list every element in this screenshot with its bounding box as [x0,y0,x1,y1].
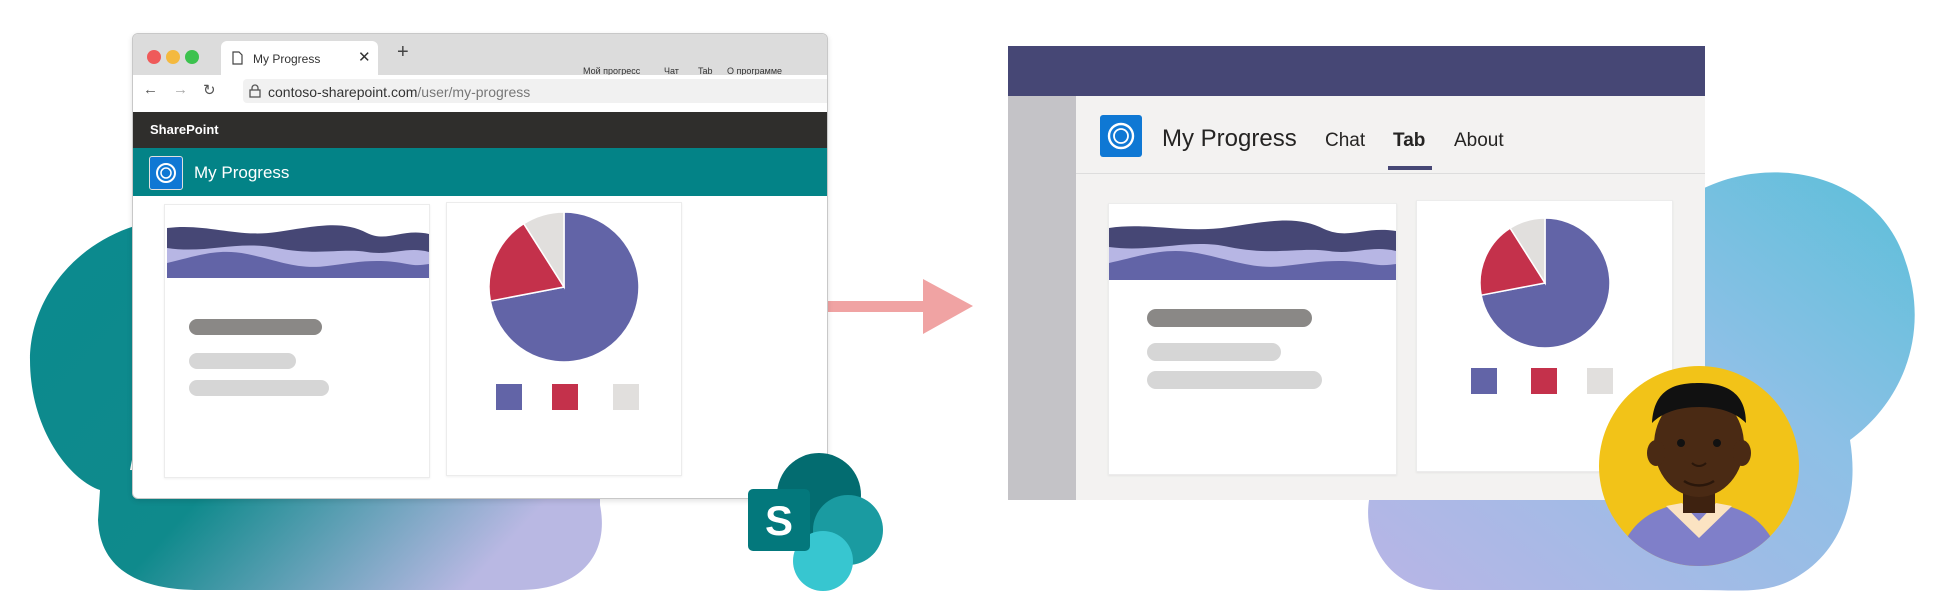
teams-progress-card [1108,203,1397,475]
legend-swatch-red [552,384,578,410]
menu-about[interactable]: О программе [727,66,783,76]
tab-chat[interactable]: Chat [1325,130,1366,151]
teams-app-title: My Progress [1162,125,1297,152]
teams-area-chart [1109,220,1396,280]
pie-chart [488,211,640,363]
pie-card [446,202,682,476]
placeholder-line-1 [189,353,296,369]
area-series-bottom [167,251,429,278]
tab-about[interactable]: About [1454,130,1504,151]
refresh-icon[interactable]: ↻ [203,82,216,99]
placeholder-heading [189,319,322,335]
teams-pie-card [1416,200,1673,472]
teams-placeholder-heading [1147,309,1312,327]
page-icon [232,51,243,65]
teams-area-series-bottom [1109,251,1396,280]
teams-legend-swatch-main [1471,368,1497,394]
sharepoint-logo-letter: S [765,497,793,544]
legend-swatch-main [496,384,522,410]
forward-icon[interactable]: → [173,81,188,98]
app-header [133,148,827,196]
url-path: /user/my-progress [417,84,531,100]
tab-title: My Progress [253,52,321,66]
menu-chat[interactable]: Чат [664,66,679,76]
tab-tab[interactable]: Tab [1393,130,1426,151]
app-logo-icon [149,156,183,190]
menu-my-progress[interactable]: Мой прогресс [583,66,641,76]
progress-card [164,204,430,478]
teams-legend-swatch-gray [1587,368,1613,394]
teams-app-rail [1008,96,1076,500]
avatar [1599,366,1799,566]
maximize-window-button[interactable] [185,50,199,64]
url-field[interactable] [243,79,827,103]
placeholder-line-2 [189,380,329,396]
close-window-button[interactable] [147,50,161,64]
sharepoint-suite-bar [133,112,827,148]
active-tab-indicator [1388,166,1432,170]
teams-app-logo-icon [1100,115,1142,157]
new-tab-button[interactable]: + [397,41,409,63]
legend-swatch-gray [613,384,639,410]
url-domain: contoso-sharepoint.com [268,84,418,100]
pie-slice-gray [522,211,565,290]
teams-legend-swatch-red [1531,368,1557,394]
teams-pie-slice-red [1479,227,1547,297]
browser-window: My Progress ✕ + Мой прогресс Чат Tab О п… [132,33,828,499]
back-icon[interactable]: ← [143,81,158,98]
browser-tab[interactable]: My Progress ✕ [221,41,378,75]
teams-pie-slice-gray [1509,217,1546,286]
area-chart [167,225,429,278]
header-divider [1076,173,1705,174]
teams-window: My Progress Chat Tab About [1008,46,1705,500]
minimize-window-button[interactable] [166,50,180,64]
app-title: My Progress [194,163,290,182]
menu-tab[interactable]: Tab [698,66,713,76]
teams-title-bar [1008,46,1705,96]
lock-icon [249,84,261,98]
sharepoint-logo: S [748,453,883,591]
sharepoint-label[interactable]: SharePoint [150,122,219,137]
teams-placeholder-line-2 [1147,371,1322,389]
arrow-right [812,279,973,334]
tab-close-icon[interactable]: ✕ [358,49,371,66]
pie-slice-red [488,222,566,302]
teams-placeholder-line-1 [1147,343,1281,361]
url-text: contoso-sharepoint.com/user/my-progress [268,84,530,100]
teams-pie-chart [1479,217,1611,349]
